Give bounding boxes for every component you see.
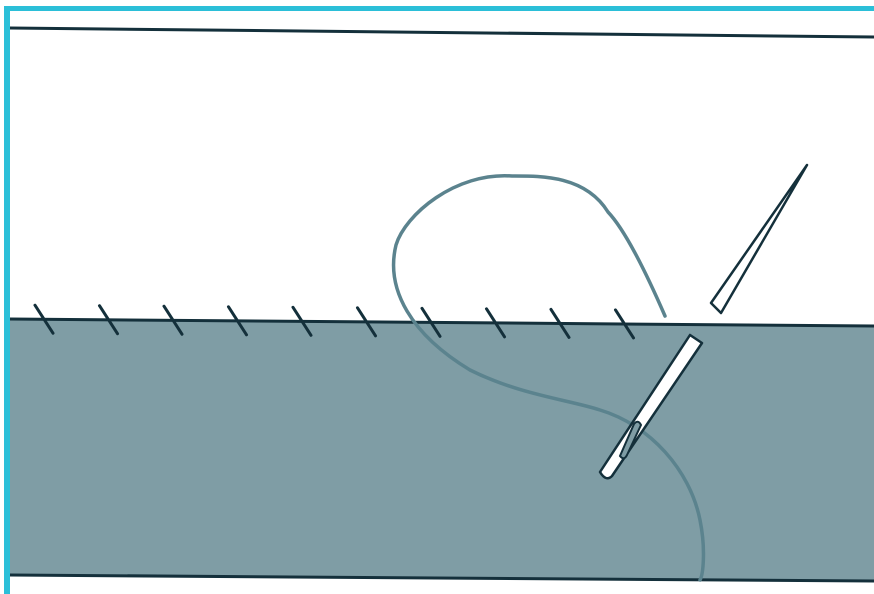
upper-fabric [10,28,874,320]
left-accent-border [4,8,10,594]
lower-fabric [10,319,874,580]
top-accent-border [4,6,874,11]
